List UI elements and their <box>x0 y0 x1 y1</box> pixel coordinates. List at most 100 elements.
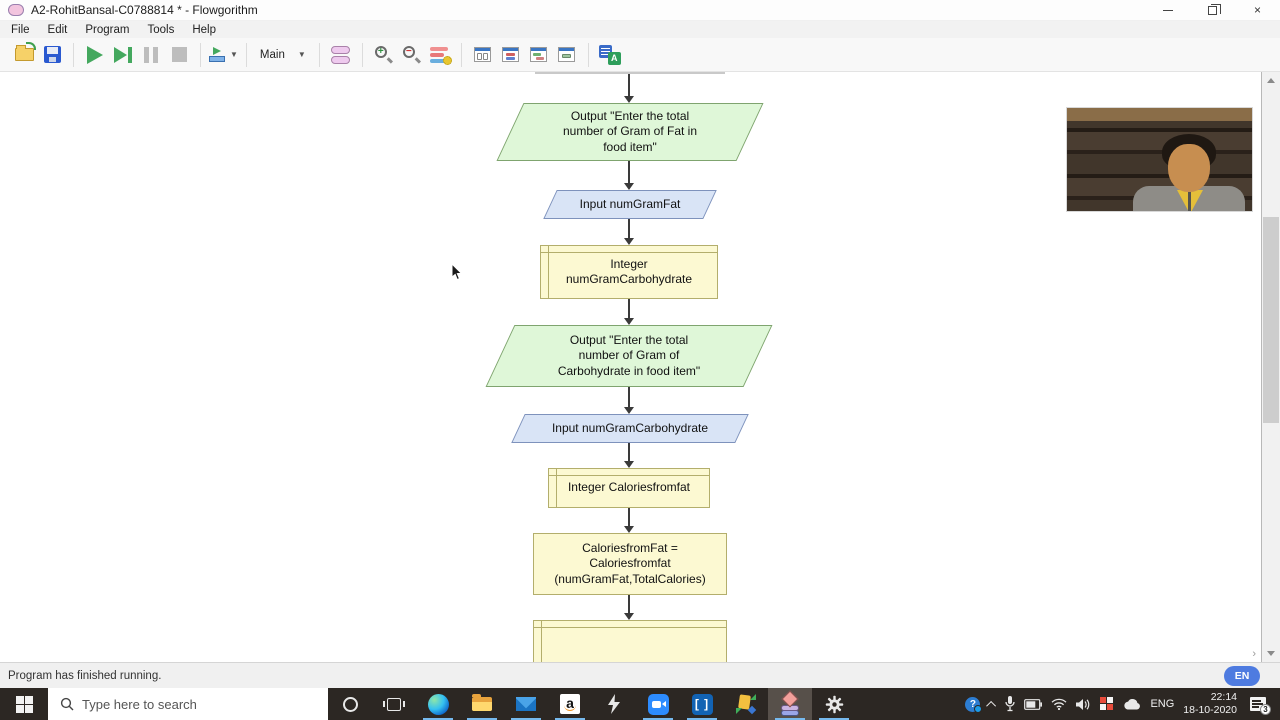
zoom-in-button[interactable]: + <box>371 41 397 69</box>
close-icon: × <box>1253 3 1261 17</box>
flow-arrow[interactable] <box>624 219 635 245</box>
onedrive-tray-button[interactable] <box>1123 698 1141 710</box>
close-button[interactable]: × <box>1235 0 1280 20</box>
task-view-button[interactable] <box>372 688 416 720</box>
taskbar-file-explorer[interactable] <box>460 688 504 720</box>
cloud-icon <box>1124 698 1141 709</box>
scroll-down-icon <box>1267 651 1275 656</box>
layout-output-button[interactable] <box>554 41 580 69</box>
dropdown-caret-icon: ▼ <box>297 50 306 59</box>
flow-arrow[interactable] <box>624 74 635 103</box>
step-button[interactable] <box>110 41 136 69</box>
action-center-button[interactable]: 3 <box>1250 697 1271 715</box>
pause-icon <box>144 46 158 63</box>
cortana-button[interactable] <box>328 688 372 720</box>
window-layout-icon <box>530 47 548 62</box>
minimize-button[interactable] <box>1145 0 1190 20</box>
help-tray-button[interactable]: ? <box>965 696 981 712</box>
layout-split-button[interactable] <box>526 41 552 69</box>
scrollbar-thumb[interactable] <box>1263 217 1279 423</box>
language-badge[interactable]: EN <box>1224 666 1260 686</box>
search-input[interactable] <box>82 696 328 712</box>
flow-arrow[interactable] <box>624 161 635 190</box>
menu-edit[interactable]: Edit <box>47 23 68 36</box>
zoom-out-button[interactable]: − <box>399 41 425 69</box>
taskbar-settings[interactable] <box>812 688 856 720</box>
status-bar: Program has finished running. EN <box>0 662 1280 688</box>
start-button[interactable] <box>0 688 48 720</box>
restore-button[interactable] <box>1190 0 1235 20</box>
menu-program[interactable]: Program <box>85 23 130 36</box>
taskbar-code-app[interactable]: [ ] <box>680 688 724 720</box>
share-icon <box>736 694 757 715</box>
layout-console-button[interactable] <box>498 41 524 69</box>
scroll-up-button[interactable] <box>1262 72 1280 89</box>
menu-help[interactable]: Help <box>192 23 216 36</box>
window-layout-icon <box>558 47 576 62</box>
taskbar-share-app[interactable] <box>724 688 768 720</box>
output-node[interactable]: Output "Enter the total number of Gram o… <box>496 103 764 161</box>
open-button[interactable] <box>11 41 37 69</box>
status-message: Program has finished running. <box>8 669 162 682</box>
help-icon: ? <box>965 696 981 712</box>
mouse-cursor <box>451 262 463 287</box>
tray-expand-button[interactable] <box>986 700 997 711</box>
taskbar-lightning-app[interactable] <box>592 688 636 720</box>
menu-tools[interactable]: Tools <box>147 23 175 36</box>
microphone-tray-button[interactable] <box>1005 696 1016 712</box>
toolbar-separator <box>361 42 363 67</box>
wifi-icon <box>1051 698 1067 710</box>
vertical-scrollbar[interactable] <box>1262 72 1280 662</box>
input-node[interactable]: Input numGramFat <box>543 190 717 219</box>
clock[interactable]: 22:14 18-10-2020 <box>1183 691 1237 717</box>
save-button[interactable] <box>39 41 65 69</box>
scroll-down-button[interactable] <box>1262 645 1280 662</box>
flow-arrow[interactable] <box>624 443 635 468</box>
clipped-node-top <box>535 72 725 74</box>
run-button[interactable] <box>82 41 108 69</box>
volume-tray-button[interactable] <box>1076 698 1091 711</box>
pause-button[interactable] <box>138 41 164 69</box>
settings-gear-icon <box>825 695 843 713</box>
taskbar-amazon[interactable]: a <box>548 688 592 720</box>
amazon-icon: a <box>560 694 580 714</box>
taskbar-mail[interactable] <box>504 688 548 720</box>
battery-icon <box>1024 698 1043 710</box>
flowchart-canvas[interactable]: Output "Enter the total number of Gram o… <box>0 72 1262 662</box>
menu-file[interactable]: File <box>11 23 30 36</box>
window-layout-icon <box>502 47 520 62</box>
taskbar-zoom[interactable] <box>636 688 680 720</box>
task-view-icon <box>383 697 405 711</box>
toolbar-separator <box>73 42 74 67</box>
flow-arrow[interactable] <box>624 508 635 533</box>
taskbar-edge[interactable] <box>416 688 460 720</box>
mail-icon <box>516 697 536 711</box>
layout-windows-button[interactable] <box>470 41 496 69</box>
wifi-tray-button[interactable] <box>1051 698 1067 710</box>
person-face <box>1168 144 1210 192</box>
flow-arrow[interactable] <box>624 595 635 620</box>
main-area: Output "Enter the total number of Gram o… <box>0 72 1280 662</box>
translate-button[interactable]: A <box>597 41 623 69</box>
assign-node[interactable]: CaloriesfromFat = Caloriesfromfat (numGr… <box>533 533 727 595</box>
flowgorithm-logo-icon <box>8 4 24 16</box>
input-node[interactable]: Input numGramCarbohydrate <box>511 414 749 443</box>
run-window-button[interactable]: ▼ <box>209 41 238 69</box>
taskbar-search[interactable] <box>48 688 328 720</box>
flow-arrow[interactable] <box>624 387 635 414</box>
input-language-button[interactable]: ENG <box>1150 698 1175 710</box>
shapes-button[interactable] <box>328 41 354 69</box>
toolbar-separator <box>245 42 247 67</box>
chart-style-button[interactable] <box>427 41 453 69</box>
declare-node[interactable]: Integer Caloriesfromfat <box>548 468 710 508</box>
declare-node[interactable]: Integer numGramCarbohydrate <box>540 245 718 299</box>
stop-button[interactable] <box>166 41 192 69</box>
flow-arrow[interactable] <box>624 299 635 325</box>
function-selector[interactable]: Main ▼ <box>254 47 312 63</box>
taskbar-flowgorithm[interactable] <box>768 688 812 720</box>
declare-node-clipped[interactable] <box>533 620 727 662</box>
battery-tray-button[interactable] <box>1024 698 1043 710</box>
output-node[interactable]: Output "Enter the total number of Gram o… <box>485 325 773 387</box>
sync-error-tray-button[interactable] <box>1100 697 1114 711</box>
